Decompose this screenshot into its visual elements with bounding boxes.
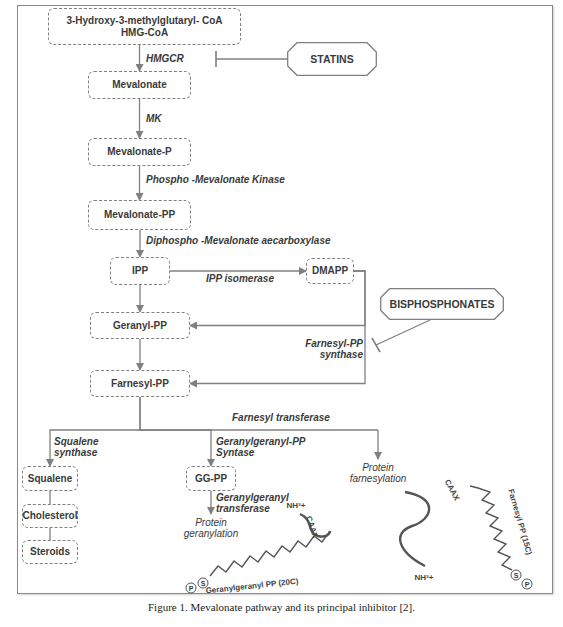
node-text: BISPHOSPHONATES (390, 298, 495, 310)
inhibition-bar (215, 51, 217, 67)
sulfur-circle (511, 570, 521, 580)
pathway-connector (139, 166, 140, 200)
pathway-connector (49, 528, 50, 540)
inhibition-bar (372, 338, 380, 352)
chain-label: Geranylgeranyl PP (20C) (205, 577, 299, 596)
pathway-connector (139, 99, 140, 138)
process-box: DMAPP (306, 258, 354, 284)
sulfur-label: S (201, 580, 206, 587)
enzyme-label: Farnesyl-PP synthase (293, 338, 363, 360)
sulfur-label: S (514, 572, 519, 579)
node-text: HMG-CoA (121, 27, 168, 39)
amino-terminus-label: NH³+ (415, 573, 434, 582)
process-box: GG-PP (186, 466, 236, 491)
node-text: 3-Hydroxy-3-methylglutaryl- CoA (66, 15, 222, 27)
isoprenoid-chain (470, 486, 512, 570)
edge-label: Diphospho -Mevalonate aecarboxylase (146, 235, 376, 246)
node-text: STATINS (310, 53, 353, 65)
node-text: Steroids (30, 546, 70, 558)
branch-arrow (377, 430, 378, 459)
inhibitor-octagon: STATINS (287, 42, 377, 76)
edge-label: IPP isomerase (205, 273, 275, 284)
phosphate-circle (186, 583, 196, 593)
pathway-connector (190, 271, 365, 326)
node-text: Mevalonate (112, 79, 166, 91)
pathway-connector (50, 397, 140, 466)
node-text: Farnesyl-PP (111, 378, 169, 390)
node-text: IPP (132, 265, 148, 277)
figure-caption: Figure 1. Mevalonate pathway and its pri… (0, 601, 563, 613)
node-text: Mevalonate-PP (104, 209, 175, 221)
pathway-connector (140, 397, 211, 466)
inhibition-line (216, 58, 287, 59)
process-box: Geranyl-PP (90, 312, 190, 339)
pathway-connector (139, 45, 140, 71)
product-label: Protein geranylation (178, 517, 244, 539)
edge-label: Geranylgeranyl-PP Syntase (216, 436, 316, 458)
process-box: Mevalonate-P (88, 138, 191, 166)
process-box: Squalene (22, 466, 78, 491)
pathway-connector (139, 230, 140, 257)
product-label: Protein farnesylation (345, 462, 411, 484)
pathway-connector (49, 491, 50, 504)
pathway-connector (170, 270, 306, 271)
edge-label: HMGCR (146, 53, 206, 64)
node-text: DMAPP (312, 265, 348, 277)
process-box: IPP (110, 257, 170, 285)
phosphate-label: P (525, 581, 530, 588)
pathway-connector (190, 271, 365, 384)
process-box: Farnesyl-PP (90, 370, 190, 397)
phosphate-label: P (189, 585, 194, 592)
pathway-connector (139, 285, 140, 312)
octagon-shape (288, 43, 377, 76)
protein-chain (400, 492, 429, 566)
pathway-arrow (210, 491, 211, 514)
node-text: Cholesterol (23, 510, 78, 522)
process-box: 3-Hydroxy-3-methylglutaryl- CoAHMG-CoA (48, 8, 241, 45)
amino-terminus-label: NH³+ (287, 501, 306, 510)
edge-label: MK (146, 113, 186, 124)
pathway-connector (139, 339, 140, 370)
process-box: Mevalonate (88, 71, 191, 99)
chain-label: Farnesyl PP (15C) (506, 488, 533, 556)
node-text: GG-PP (195, 473, 227, 485)
node-text: Geranyl-PP (113, 320, 167, 332)
process-box: Steroids (22, 540, 78, 564)
node-text: Squalene (28, 473, 72, 485)
inhibition-line (376, 320, 430, 345)
motif-label: CAAX (304, 515, 320, 539)
motif-label: CAAX (443, 478, 462, 502)
edge-label: Squalene synthase (54, 436, 110, 458)
enzyme-label: Farnesyl transferase (232, 412, 382, 423)
process-box: Mevalonate-PP (88, 200, 191, 230)
phosphate-circle (522, 579, 532, 589)
node-text: Mevalonate-P (107, 146, 171, 158)
octagon-shape (381, 289, 504, 320)
process-box: Cholesterol (22, 504, 78, 528)
inhibitor-octagon: BISPHOSPHONATES (380, 288, 504, 320)
edge-label: Phospho -Mevalonate Kinase (146, 174, 346, 185)
